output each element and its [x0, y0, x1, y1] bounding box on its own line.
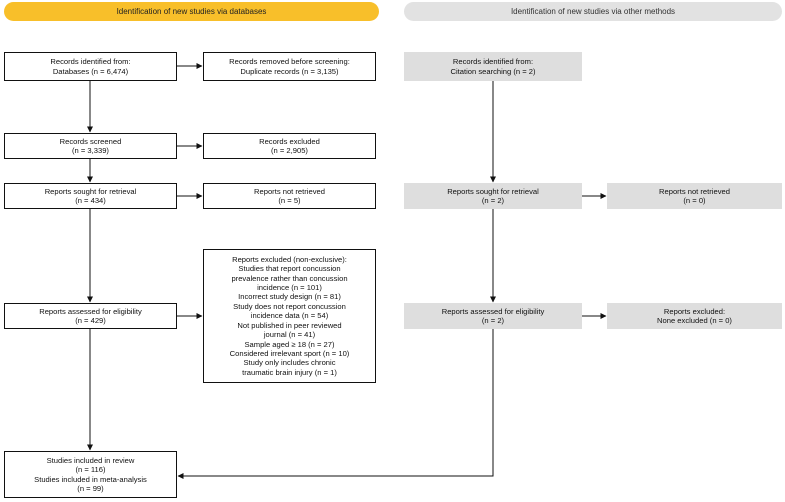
box-line: Records identified from: [50, 57, 131, 67]
box-other-reports-not-retrieved: Reports not retrieved (n = 0) [607, 183, 782, 209]
box-line: prevalence rather than concussion [231, 273, 348, 283]
box-line: (n = 2,905) [271, 146, 308, 155]
box-line: Study only includes chronic [243, 358, 336, 368]
box-other-records-identified: Records identified from: Citation search… [404, 52, 582, 81]
header-other-methods: Identification of new studies via other … [404, 2, 782, 21]
box-line: Records excluded [259, 136, 320, 146]
box-line: Sample aged ≥ 18 (n = 27) [244, 339, 335, 349]
box-line: Considered irrelevant sport (n = 10) [229, 348, 350, 358]
box-studies-included: Studies included in review (n = 116) Stu… [4, 451, 177, 498]
box-line: Studies that report concussion [238, 264, 341, 274]
box-line: Studies included in meta-analysis [34, 474, 147, 484]
box-line: Databases (n = 6,474) [52, 66, 129, 76]
box-other-reports-sought: Reports sought for retrieval (n = 2) [404, 183, 582, 209]
box-reports-excluded: Reports excluded (non-exclusive): Studie… [203, 249, 376, 383]
box-line: Reports assessed for eligibility [39, 306, 142, 316]
box-line: incidence (n = 101) [257, 283, 322, 293]
box-line: Reports not retrieved [659, 186, 730, 196]
box-line: Records identified from: [452, 57, 534, 67]
box-line: Reports excluded (non-exclusive): [232, 254, 347, 264]
box-line: journal (n = 41) [263, 330, 316, 340]
box-line: (n = 116) [75, 465, 106, 475]
box-line: Reports excluded: [663, 306, 726, 316]
box-line: (n = 0) [683, 196, 706, 205]
box-line: Study does not report concussion [233, 301, 346, 311]
box-line: (n = 2) [481, 316, 505, 325]
box-line: None excluded (n = 0) [657, 316, 732, 325]
box-line: Incorrect study design (n = 81) [238, 292, 341, 302]
box-line: Not published in peer reviewed [237, 320, 342, 330]
box-line: (n = 2) [481, 196, 505, 205]
box-line: Records removed before screening: [229, 57, 350, 67]
box-records-excluded: Records excluded (n = 2,905) [203, 133, 376, 159]
box-line: Reports assessed for eligibility [441, 306, 545, 316]
box-records-screened: Records screened (n = 3,339) [4, 133, 177, 159]
box-line: Reports sought for retrieval [447, 186, 539, 196]
arrow-other-to-included [177, 329, 494, 479]
header-databases: Identification of new studies via databa… [4, 2, 379, 21]
box-other-reports-assessed: Reports assessed for eligibility (n = 2) [404, 303, 582, 329]
box-line: (n = 5) [278, 196, 301, 205]
box-line: traumatic brain injury (n = 1) [242, 367, 337, 377]
box-line: Reports not retrieved [254, 186, 325, 196]
box-line: incidence data (n = 54) [250, 311, 329, 321]
box-line: Reports sought for retrieval [44, 186, 137, 196]
box-records-identified: Records identified from: Databases (n = … [4, 52, 177, 81]
box-line: Duplicate records (n = 3,135) [240, 66, 339, 76]
box-line: (n = 429) [75, 316, 106, 325]
box-other-reports-excluded: Reports excluded: None excluded (n = 0) [607, 303, 782, 329]
box-line: (n = 3,339) [72, 146, 109, 155]
box-reports-not-retrieved: Reports not retrieved (n = 5) [203, 183, 376, 209]
box-line: (n = 99) [77, 483, 104, 493]
box-records-removed: Records removed before screening: Duplic… [203, 52, 376, 81]
box-reports-assessed: Reports assessed for eligibility (n = 42… [4, 303, 177, 329]
box-line: Studies included in review [46, 455, 135, 465]
box-reports-sought: Reports sought for retrieval (n = 434) [4, 183, 177, 209]
box-line: (n = 434) [75, 196, 106, 205]
box-line: Citation searching (n = 2) [450, 66, 536, 76]
box-line: Records screened [59, 136, 122, 146]
